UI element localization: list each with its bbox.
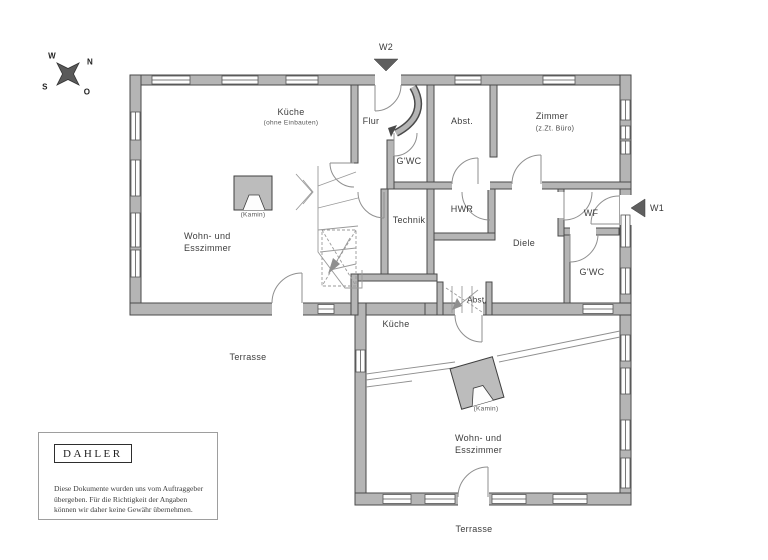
- room-label-kueche-lower: Küche: [382, 319, 410, 329]
- compass-rose-icon: [56, 62, 80, 86]
- terrasse-lower-label: Terrasse: [455, 524, 493, 534]
- terrasse-upper-label: Terrasse: [229, 352, 267, 362]
- room-label-wohn-lower-line2: Esszimmer: [455, 445, 503, 455]
- curved-wall: [388, 84, 423, 137]
- staircase-lower-icon: [445, 286, 483, 313]
- room-label-wohn-upper: Wohn- und Esszimmer: [184, 230, 231, 254]
- disclaimer-line-3: können wir daher keine Gewähr übernehmen…: [54, 505, 193, 514]
- room-label-gwc-upper: G'WC: [396, 156, 422, 166]
- door-arcs: [271, 84, 620, 498]
- room-label-wohn-lower: Wohn- und Esszimmer: [455, 432, 502, 456]
- room-label-abst-lower: Abst.: [467, 295, 487, 305]
- w2-arrow-icon: [373, 58, 399, 72]
- compass-east-label: O: [83, 87, 91, 97]
- room-label-wohn-lower-line1: Wohn- und: [455, 433, 502, 443]
- disclaimer-line-2: übergeben. Für die Richtigkeit der Angab…: [54, 494, 188, 504]
- room-label-diele: Diele: [512, 238, 536, 248]
- room-label-wohn-upper-line2: Esszimmer: [184, 243, 232, 253]
- marker-w2-label: W2: [378, 42, 394, 52]
- room-label-abst-upper: Abst.: [450, 116, 474, 126]
- room-label-hwr: HWR: [450, 204, 474, 214]
- room-label-kueche-upper: Küche: [277, 107, 305, 117]
- room-label-technik: Technik: [392, 215, 426, 225]
- room-label-flur: Flur: [362, 116, 380, 126]
- room-label-wohn-upper-line1: Wohn- und: [184, 231, 231, 241]
- compass-west-label: W: [48, 51, 56, 61]
- angled-partition: [365, 330, 621, 388]
- staircase-upper-icon: [295, 166, 363, 289]
- fireplace-upper-icon: [233, 175, 273, 211]
- room-label-wf: WF: [583, 208, 599, 218]
- compass-north-label: N: [86, 57, 94, 67]
- fireplace-lower-icon: [449, 356, 505, 410]
- w1-arrow-icon: [630, 198, 646, 218]
- compass-south-label: S: [42, 82, 48, 92]
- room-label-zimmer: Zimmer: [535, 111, 569, 121]
- dahler-logo: DAHLER: [54, 444, 132, 463]
- fireplace-upper-label: (Kamin): [240, 211, 266, 219]
- room-note-zimmer: (z.Zt. Büro): [535, 125, 575, 133]
- fireplace-lower-label: (Kamin): [473, 405, 499, 413]
- windows: [130, 75, 631, 504]
- room-note-kueche-upper: (ohne Einbauten): [263, 119, 319, 127]
- disclaimer-line-1: Diese Dokumente wurden uns vom Auftragge…: [54, 484, 204, 493]
- room-label-gwc-right: G'WC: [579, 267, 605, 277]
- broker-info-box: DAHLER Diese Dokumente wurden uns vom Au…: [38, 432, 218, 520]
- marker-w1-label: W1: [649, 203, 665, 213]
- disclaimer-text: Diese Dokumente wurden uns vom Auftragge…: [54, 484, 203, 516]
